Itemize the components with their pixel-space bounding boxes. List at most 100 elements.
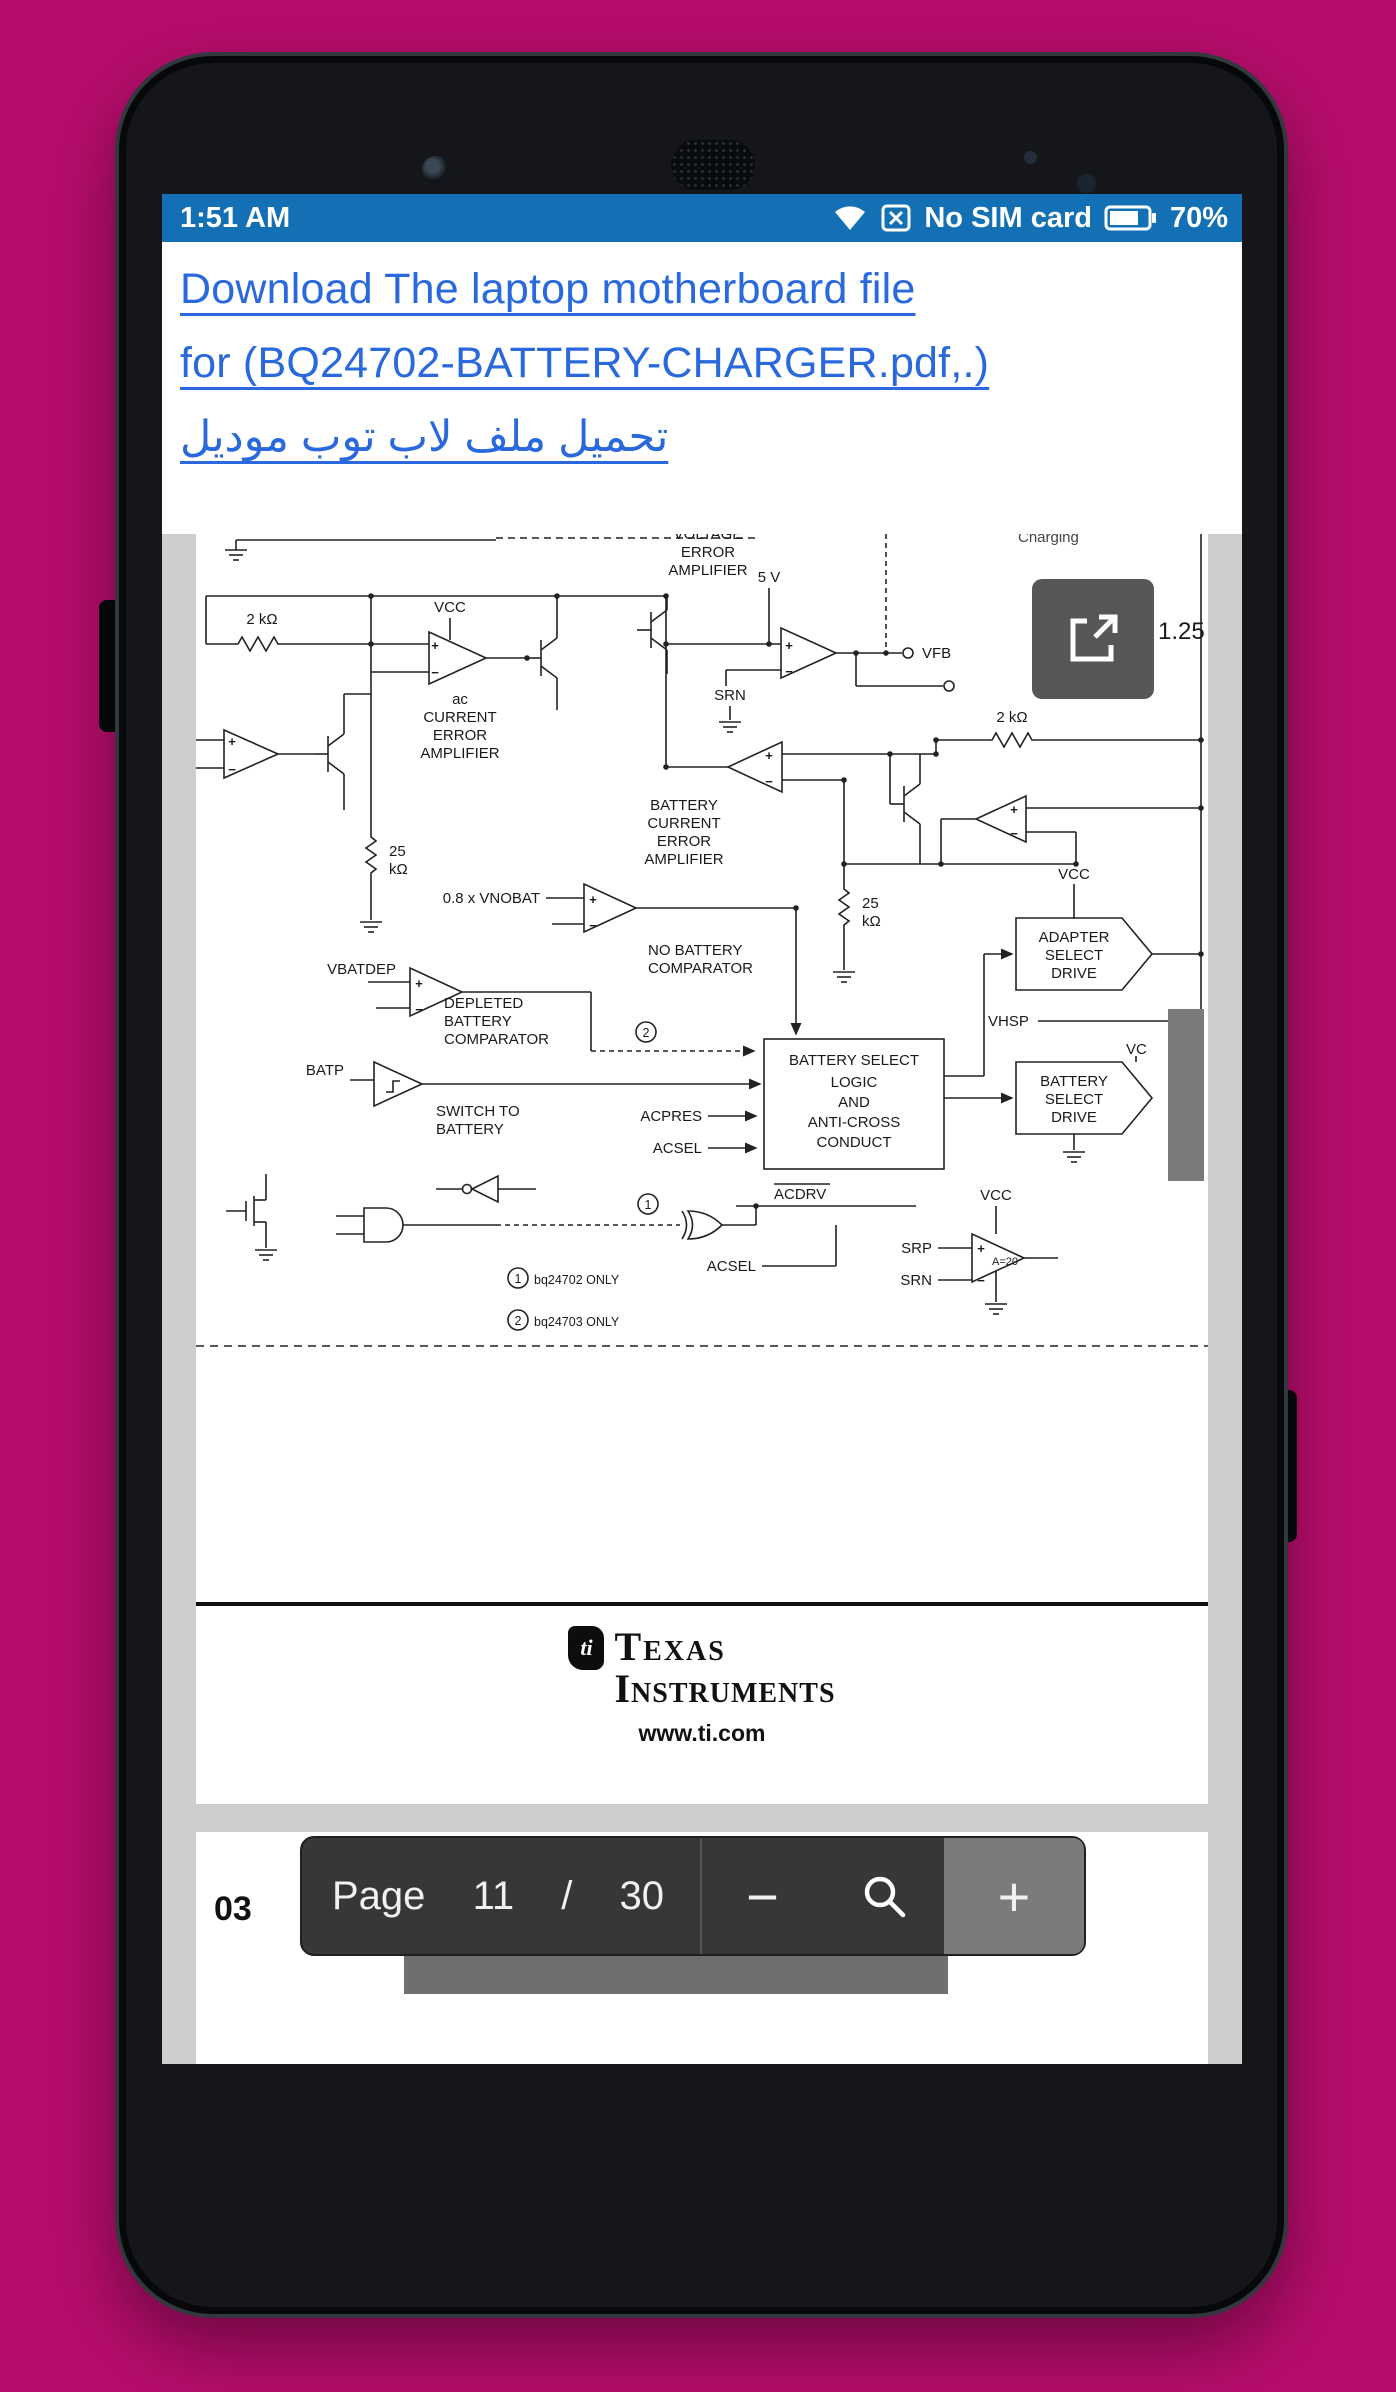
svg-text:SWITCH TO: SWITCH TO — [436, 1103, 520, 1120]
svg-text:DRIVE: DRIVE — [1051, 965, 1097, 982]
svg-text:ERROR: ERROR — [681, 544, 735, 561]
svg-text:+: + — [1010, 802, 1018, 817]
svg-text:BATP: BATP — [306, 1062, 344, 1079]
download-link-block: Download The laptop motherboard file for… — [180, 252, 1224, 474]
svg-text:25: 25 — [389, 843, 406, 860]
svg-text:VHSP: VHSP — [988, 1013, 1029, 1030]
svg-text:1: 1 — [645, 1198, 652, 1212]
svg-text:bq24702 ONLY: bq24702 ONLY — [534, 1273, 620, 1287]
front-camera — [422, 156, 449, 183]
op-amp-symbol — [223, 728, 280, 780]
circuit-schematic: VOLTAGE ERROR AMPLIFIER 5 V Charging VCC… — [196, 534, 1208, 1347]
svg-text:DRIVE: DRIVE — [1051, 1109, 1097, 1126]
download-link-arabic[interactable]: تحميل ملف لاب توب موديل — [180, 413, 669, 461]
drive-block — [1015, 1061, 1154, 1135]
svg-text:SRN: SRN — [714, 687, 746, 704]
svg-text:+: + — [589, 892, 597, 907]
svg-text:SRN: SRN — [900, 1272, 932, 1289]
pdf-right-margin — [1208, 534, 1242, 2064]
ti-name-bottom: Instruments — [614, 1666, 836, 1711]
svg-text:CURRENT: CURRENT — [647, 815, 720, 832]
svg-text:ac: ac — [452, 691, 468, 708]
svg-text:+: + — [977, 1241, 985, 1256]
svg-text:bq24703 ONLY: bq24703 ONLY — [534, 1315, 620, 1329]
svg-text:2 kΩ: 2 kΩ — [246, 611, 277, 628]
download-link-line1[interactable]: Download The laptop motherboard file — [180, 265, 916, 313]
svg-text:A=20: A=20 — [992, 1256, 1018, 1268]
svg-text:VFB: VFB — [922, 645, 951, 662]
svg-text:NO BATTERY: NO BATTERY — [648, 942, 742, 959]
magnifier-icon — [864, 1876, 905, 1918]
op-amp-symbol — [974, 794, 1027, 844]
fullscreen-button[interactable] — [1032, 579, 1154, 699]
page-rule — [196, 1602, 1208, 1606]
svg-text:COMPARATOR: COMPARATOR — [648, 960, 753, 977]
svg-text:CONDUCT: CONDUCT — [817, 1134, 892, 1151]
svg-text:VCC: VCC — [1058, 866, 1090, 883]
page-separator: / — [561, 1873, 573, 1918]
svg-text:VBATDEP: VBATDEP — [327, 961, 396, 978]
svg-text:2 kΩ: 2 kΩ — [996, 709, 1027, 726]
clipped-schematic-value: 1.25 — [1158, 618, 1205, 645]
svg-text:kΩ: kΩ — [862, 913, 881, 930]
light-sensor — [1077, 174, 1096, 193]
schematic-labels: VOLTAGE ERROR AMPLIFIER 5 V Charging VCC… — [228, 534, 1147, 1329]
ti-logo-icon: ti — [568, 1626, 605, 1670]
open-in-new-icon — [1070, 614, 1118, 662]
svg-text:ADAPTER: ADAPTER — [1039, 929, 1110, 946]
pdf-page-11: VOLTAGE ERROR AMPLIFIER 5 V Charging VCC… — [196, 534, 1208, 1804]
status-bar: 1:51 AM No SIM card 70% — [162, 194, 1242, 242]
svg-text:BATTERY: BATTERY — [1040, 1073, 1108, 1090]
pdf-viewer[interactable]: VOLTAGE ERROR AMPLIFIER 5 V Charging VCC… — [162, 534, 1242, 2064]
svg-text:ACSEL: ACSEL — [707, 1258, 756, 1275]
svg-text:+: + — [765, 748, 773, 763]
proximity-sensor — [1024, 151, 1037, 164]
svg-text:DEPLETED: DEPLETED — [444, 995, 523, 1012]
drive-block — [1015, 917, 1154, 991]
svg-text:−: − — [1010, 826, 1018, 841]
current-page-field[interactable]: 11 — [472, 1873, 515, 1918]
wifi-icon — [835, 206, 866, 230]
svg-text:AMPLIFIER: AMPLIFIER — [644, 851, 723, 868]
svg-text:1: 1 — [515, 1272, 522, 1286]
toolbar-remnant — [404, 1956, 948, 1994]
svg-text:−: − — [977, 1273, 985, 1288]
op-amp-symbol — [428, 630, 488, 686]
svg-text:SELECT: SELECT — [1045, 947, 1103, 964]
svg-text:CURRENT: CURRENT — [423, 709, 496, 726]
svg-text:BATTERY SELECT: BATTERY SELECT — [789, 1052, 919, 1069]
svg-text:AMPLIFIER: AMPLIFIER — [420, 745, 499, 762]
svg-text:AND: AND — [838, 1094, 870, 1111]
phone-screen: 1:51 AM No SIM card 70% — [162, 194, 1242, 2064]
comparator-symbol — [409, 966, 464, 1018]
svg-text:25: 25 — [862, 895, 879, 912]
pdf-pager-toolbar: Page 11 / 30 − + — [300, 1836, 1086, 1956]
svg-text:VCC: VCC — [980, 1187, 1012, 1204]
no-sim-icon — [881, 204, 911, 232]
zoom-out-button[interactable]: − — [746, 1864, 779, 1928]
svg-text:−: − — [415, 1002, 423, 1017]
svg-text:+: + — [228, 734, 236, 749]
download-link-line2[interactable]: for (BQ24702-BATTERY-CHARGER.pdf,.) — [180, 339, 990, 387]
svg-text:AMPLIFIER: AMPLIFIER — [668, 562, 747, 579]
page-indicator: Page 11 / 30 — [302, 1838, 702, 1954]
schematic-wires — [196, 534, 1208, 1347]
xor-gate — [686, 1210, 724, 1240]
phone-frame: 1:51 AM No SIM card 70% — [115, 52, 1288, 2318]
svg-text:BATTERY: BATTERY — [436, 1121, 504, 1138]
op-amp-symbol — [780, 626, 838, 680]
zoom-in-button[interactable]: + — [944, 1838, 1084, 1954]
svg-text:−: − — [431, 665, 439, 680]
svg-text:2: 2 — [515, 1314, 522, 1328]
comparator-symbol — [373, 1060, 424, 1108]
clock: 1:51 AM — [180, 201, 291, 234]
svg-text:+: + — [785, 638, 793, 653]
svg-text:BATTERY: BATTERY — [444, 1013, 512, 1030]
battery-percent: 70% — [1169, 201, 1228, 234]
scrollbar-thumb[interactable] — [1168, 1009, 1204, 1181]
svg-text:−: − — [765, 774, 773, 789]
ti-name-top: Texas — [614, 1624, 726, 1669]
svg-text:ERROR: ERROR — [657, 833, 711, 850]
zoom-button[interactable] — [823, 1838, 944, 1954]
